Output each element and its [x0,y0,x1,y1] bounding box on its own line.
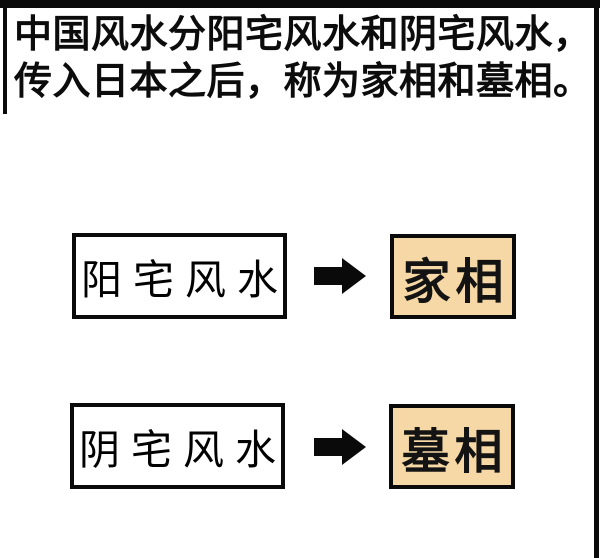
intro-line-1: 中国风水分阳宅风水和阴宅风水， [14,14,592,56]
target-label-jiaxiang: 家相 [402,255,509,309]
target-box-jiaxiang: 家相 [390,234,516,319]
source-label-yinzhai: 阴宅风水 [79,427,287,473]
source-box-yinzhai: 阴宅风水 [70,403,285,489]
source-box-yangzhai: 阳宅风水 [72,233,287,319]
target-box-muxiang: 墓相 [389,404,515,489]
panel-border-right [594,0,599,558]
intro-line-2: 传入日本之后，称为家相和墓相。 [14,61,592,103]
right-arrow-icon [314,257,366,295]
panel-border-left [3,8,7,114]
target-label-muxiang: 墓相 [401,425,508,479]
intro-text: 中国风水分阳宅风水和阴宅风水， 传入日本之后，称为家相和墓相。 [14,12,592,106]
right-arrow-icon [314,428,366,466]
panel-border-top [0,0,600,8]
source-label-yangzhai: 阳宅风水 [81,257,289,303]
